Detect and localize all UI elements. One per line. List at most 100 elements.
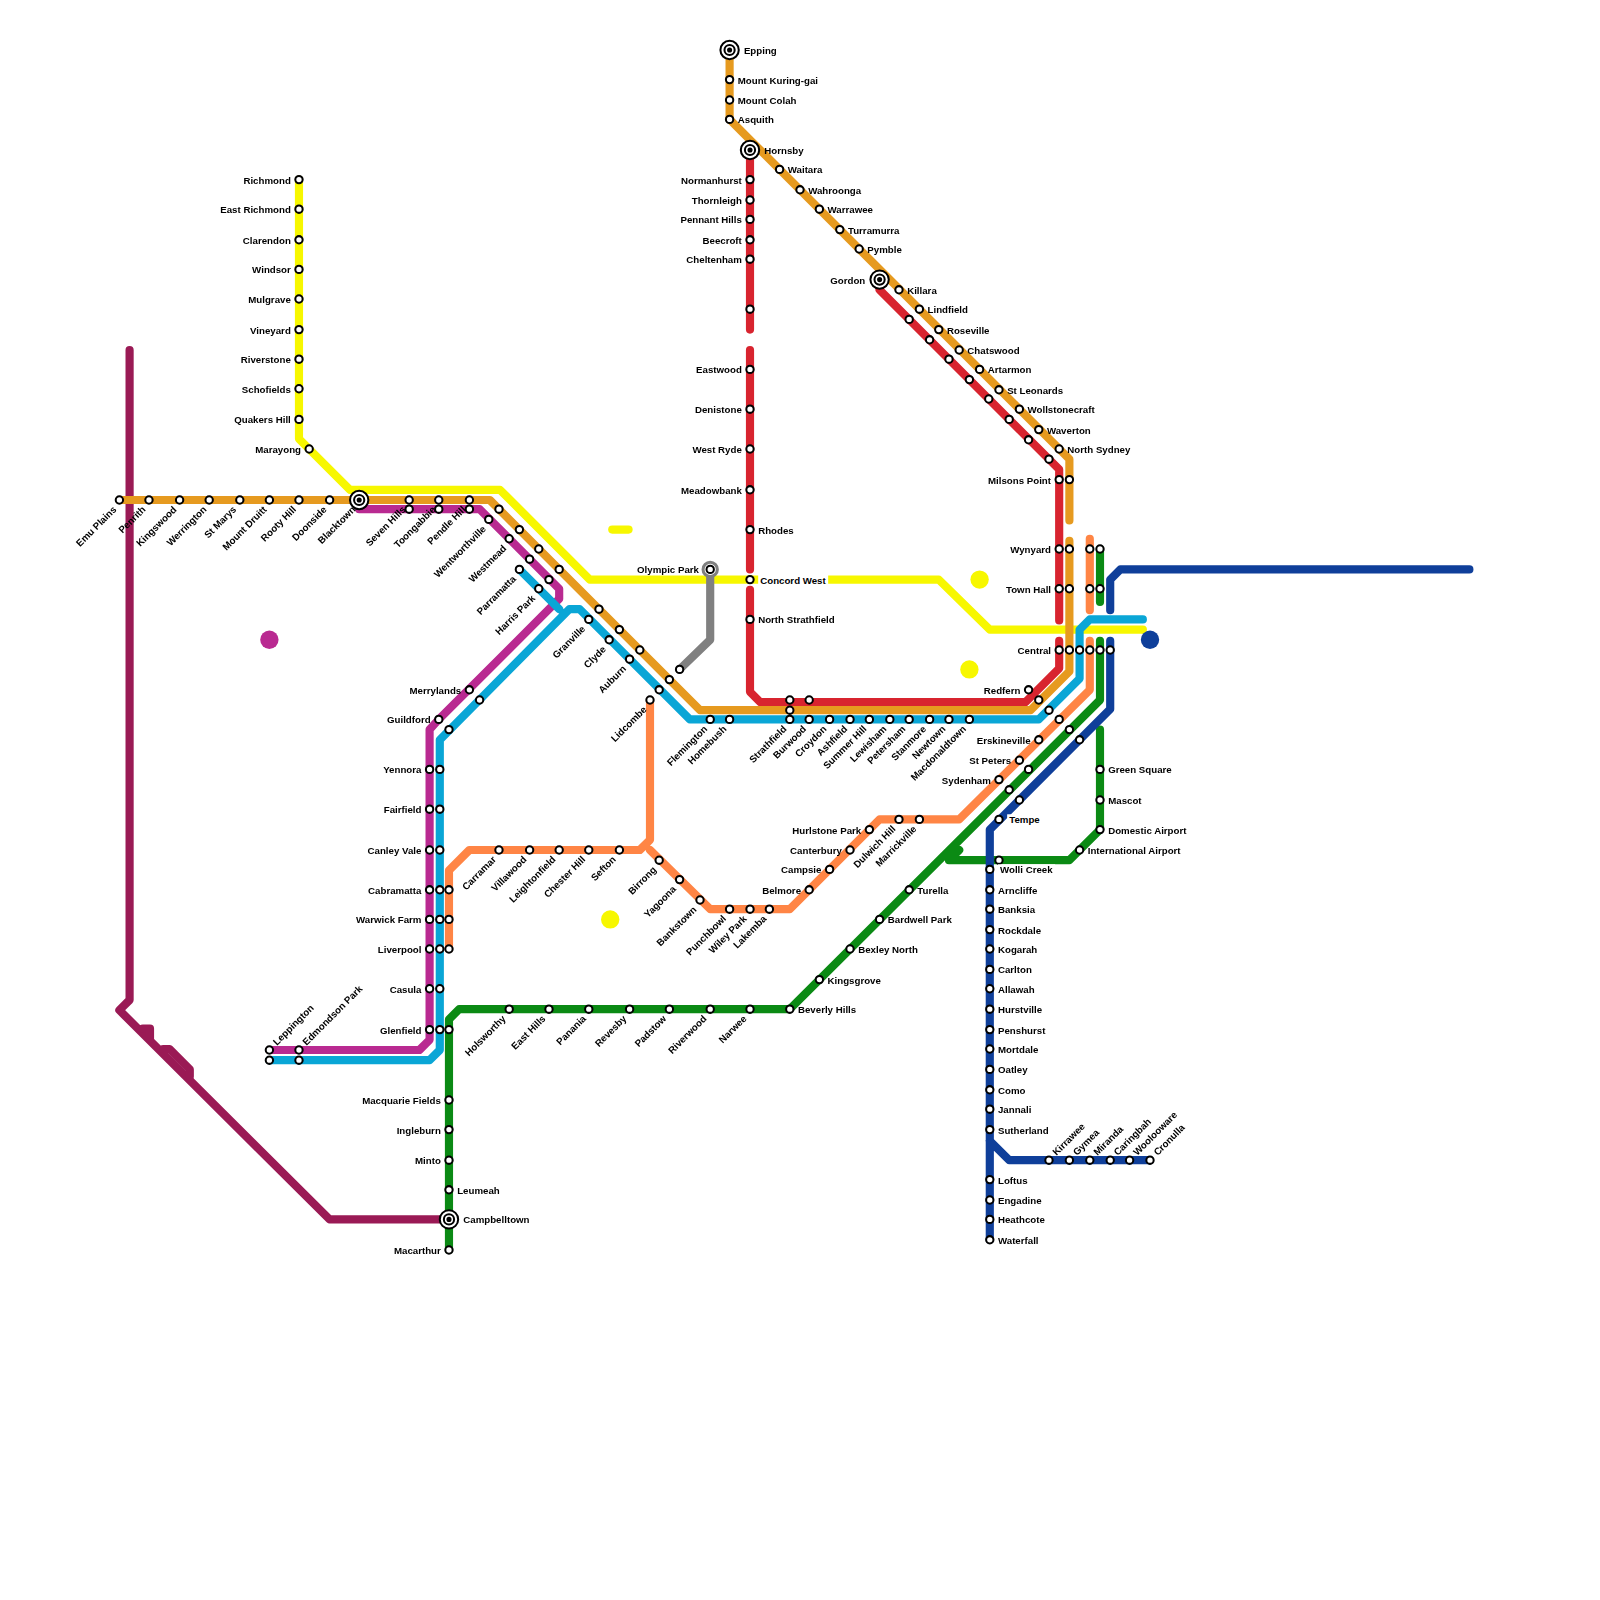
interchange-ring (724, 45, 734, 55)
station-dot (986, 945, 993, 952)
station-dot (986, 1066, 993, 1073)
station-label: Revesby (592, 1012, 628, 1048)
station-dot (445, 916, 452, 923)
station-label: Belmore (762, 884, 801, 895)
station-dot (295, 385, 302, 392)
station-dot (876, 916, 883, 923)
station-label: Casula (390, 983, 422, 994)
interchange-centre (877, 277, 882, 282)
station-dot (436, 886, 443, 893)
station-dot (1056, 545, 1063, 552)
station-label: Liverpool (378, 943, 422, 954)
station-dot (816, 206, 823, 213)
station-label: Eastwood (696, 364, 742, 375)
station-dot (266, 496, 273, 503)
station-label: West Ryde (692, 443, 741, 454)
yellow-dot (601, 910, 619, 928)
magenta-dot (260, 631, 278, 649)
grey-line (680, 569, 711, 669)
station-dot (436, 1026, 443, 1033)
station-label: Mortdale (998, 1043, 1038, 1054)
station-label: Wolli Creek (998, 864, 1055, 875)
interchange-ring (440, 1210, 458, 1228)
station-dot (1096, 585, 1103, 592)
station-dot (986, 1086, 993, 1093)
station-dot (956, 346, 963, 353)
station-dot (895, 286, 902, 293)
station-dot (806, 716, 813, 723)
station-dot (1126, 1157, 1133, 1164)
station-label: Macquarie Fields (362, 1094, 441, 1105)
station-label: Rockdale (998, 924, 1041, 935)
station-dot (1086, 585, 1093, 592)
station-label: Penshurst (998, 1024, 1045, 1035)
station-dot (796, 186, 803, 193)
station-label: Cheltenham (686, 254, 741, 265)
station-dot (1035, 426, 1042, 433)
interchange-ring (354, 495, 364, 505)
station-dot (806, 696, 813, 703)
station-dot (995, 386, 1002, 393)
station-dot (556, 566, 563, 573)
station-dot (746, 486, 753, 493)
station-label: Mascot (1108, 794, 1141, 805)
station-dot (1086, 545, 1093, 552)
station-dot (726, 906, 733, 913)
station-dot (886, 716, 893, 723)
maroon-line (119, 350, 449, 1219)
station-dot (295, 326, 302, 333)
station-label: Wahroonga (808, 184, 861, 195)
magenta-line (269, 509, 559, 1050)
station-label: Carlton (998, 964, 1032, 975)
station-dot (435, 716, 442, 723)
station-dot (266, 1046, 273, 1053)
station-dot (445, 1246, 452, 1253)
station-dot (206, 496, 213, 503)
station-dot (826, 866, 833, 873)
station-dot (506, 535, 513, 542)
station-label: Sefton (589, 853, 618, 882)
interchange-centre (727, 47, 732, 52)
station-label: Olympic Park (637, 564, 699, 575)
station-dot (466, 686, 473, 693)
station-dot (906, 886, 913, 893)
station-dot (1035, 696, 1042, 703)
station-label: Emu Plains (73, 503, 118, 548)
station-dot (926, 716, 933, 723)
station-label: Hurlstone Park (792, 824, 861, 835)
station-label: Wynyard (1010, 543, 1051, 554)
station-label: Westmead (466, 542, 508, 584)
station-dot (436, 766, 443, 773)
station-dot (906, 716, 913, 723)
station-dot (746, 576, 753, 583)
station-label: Beverly Hills (798, 1004, 856, 1015)
station-label: Killara (907, 284, 937, 295)
station-label: Pymble (867, 243, 901, 254)
station-dot (1076, 736, 1083, 743)
station-dot (746, 176, 753, 183)
station-dot (426, 945, 433, 952)
station-dot (1035, 736, 1042, 743)
station-dot (986, 906, 993, 913)
station-dot (445, 1186, 452, 1193)
station-label: Denistone (695, 404, 742, 415)
station-label: Banksia (998, 904, 1035, 915)
station-dot (746, 196, 753, 203)
station-dot (1016, 796, 1023, 803)
station-dot (676, 876, 683, 883)
station-label: Clarendon (243, 234, 291, 245)
station-dot (445, 886, 452, 893)
station-dot (776, 166, 783, 173)
station-dot (1045, 707, 1052, 714)
station-dot (595, 606, 602, 613)
red-line (750, 150, 1059, 702)
station-dot (986, 1006, 993, 1013)
station-label: Erskineville (977, 734, 1031, 745)
station-dot (435, 496, 442, 503)
station-dot (585, 1006, 592, 1013)
station-dot (786, 707, 793, 714)
station-dot (1056, 445, 1063, 452)
station-dot (986, 1196, 993, 1203)
station-dot (436, 945, 443, 952)
